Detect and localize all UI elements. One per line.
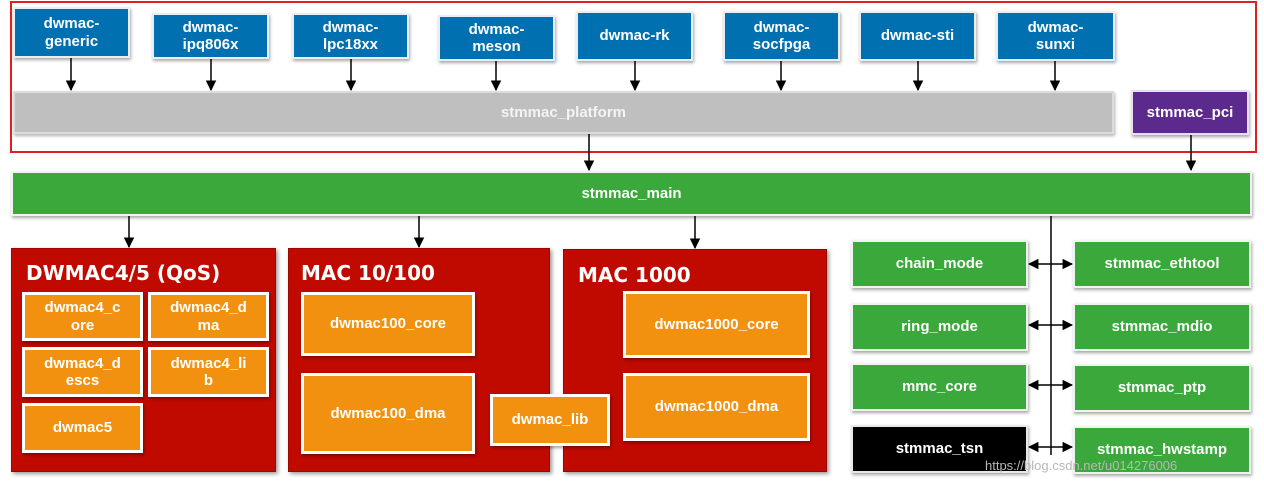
block-dwmac4-descs: dwmac4_d escs (22, 347, 143, 397)
glue-dwmac-generic: dwmac- generic (13, 7, 130, 58)
module-stmmac-hwstamp: stmmac_hwstamp (1073, 426, 1251, 474)
glue-label: dwmac- ipq806x (182, 18, 239, 53)
glue-label: dwmac- generic (43, 15, 100, 50)
block-label: dwmac4_d escs (44, 354, 121, 389)
module-label: stmmac_tsn (895, 440, 984, 458)
glue-dwmac-sti: dwmac-sti (859, 11, 976, 61)
mac1000-panel-title: MAC 1000 (578, 263, 691, 287)
glue-label: dwmac-rk (599, 27, 670, 45)
block-dwmac5: dwmac5 (22, 403, 143, 453)
glue-dwmac-meson: dwmac- meson (438, 15, 555, 61)
block-dwmac1000-dma: dwmac1000_dma (623, 373, 810, 441)
block-label: dwmac4_c ore (44, 299, 121, 334)
glue-label: dwmac- sunxi (1027, 18, 1084, 53)
block-label: dwmac100_core (330, 315, 446, 333)
stmmac-main-bar: stmmac_main (11, 171, 1252, 216)
block-label: dwmac_lib (511, 411, 589, 429)
module-label: stmmac_mdio (1111, 318, 1213, 336)
glue-label: dwmac- socfpga (752, 18, 811, 53)
stmmac-pci-box: stmmac_pci (1131, 90, 1249, 135)
block-dwmac100-dma: dwmac100_dma (301, 373, 475, 454)
module-stmmac-tsn: stmmac_tsn (851, 425, 1028, 473)
glue-dwmac-ipq806x: dwmac- ipq806x (152, 13, 269, 59)
block-label: dwmac1000_core (654, 315, 779, 333)
module-label: stmmac_ethtool (1104, 255, 1220, 273)
platform-group-frame (10, 1, 1257, 153)
main-label: stmmac_main (581, 184, 682, 202)
block-dwmac4-dma: dwmac4_d ma (148, 292, 269, 341)
glue-label: dwmac- meson (468, 20, 525, 55)
module-label: chain_mode (895, 255, 984, 273)
watermark-text: https://blog.csdn.net/u014276006 (985, 458, 1178, 473)
glue-dwmac-sunxi: dwmac- sunxi (996, 11, 1115, 61)
block-dwmac100-core: dwmac100_core (301, 292, 475, 356)
module-label: ring_mode (901, 318, 978, 336)
block-dwmac4-lib: dwmac4_li b (148, 347, 269, 397)
block-dwmac1000-core: dwmac1000_core (623, 291, 810, 358)
module-mmc-core: mmc_core (851, 363, 1028, 411)
module-ring-mode: ring_mode (851, 303, 1028, 351)
module-stmmac-ptp: stmmac_ptp (1073, 364, 1251, 412)
block-label: dwmac1000_dma (654, 398, 779, 416)
module-stmmac-ethtool: stmmac_ethtool (1073, 240, 1251, 288)
qos-panel-title: DWMAC4/5 (QoS) (26, 261, 221, 285)
glue-label: dwmac-sti (880, 27, 955, 45)
module-label: mmc_core (901, 378, 978, 396)
block-label: dwmac4_d ma (170, 299, 247, 334)
stmmac-platform-bar: stmmac_platform (13, 91, 1114, 134)
block-label: dwmac100_dma (330, 404, 446, 422)
block-dwmac4-core: dwmac4_c ore (22, 292, 143, 341)
module-stmmac-mdio: stmmac_mdio (1073, 303, 1251, 351)
module-label: stmmac_hwstamp (1096, 441, 1228, 459)
block-dwmac-lib: dwmac_lib (490, 394, 610, 446)
mac100-panel-title: MAC 10/100 (301, 261, 435, 285)
glue-label: dwmac- lpc18xx (322, 18, 379, 53)
glue-dwmac-socfpga: dwmac- socfpga (723, 11, 840, 61)
pci-label: stmmac_pci (1146, 103, 1234, 121)
module-label: stmmac_ptp (1117, 379, 1207, 397)
glue-dwmac-lpc18xx: dwmac- lpc18xx (292, 13, 409, 59)
glue-dwmac-rk: dwmac-rk (576, 11, 693, 61)
module-chain-mode: chain_mode (851, 240, 1028, 288)
platform-label: stmmac_platform (500, 103, 627, 121)
block-label: dwmac5 (52, 419, 113, 437)
block-label: dwmac4_li b (170, 354, 247, 389)
